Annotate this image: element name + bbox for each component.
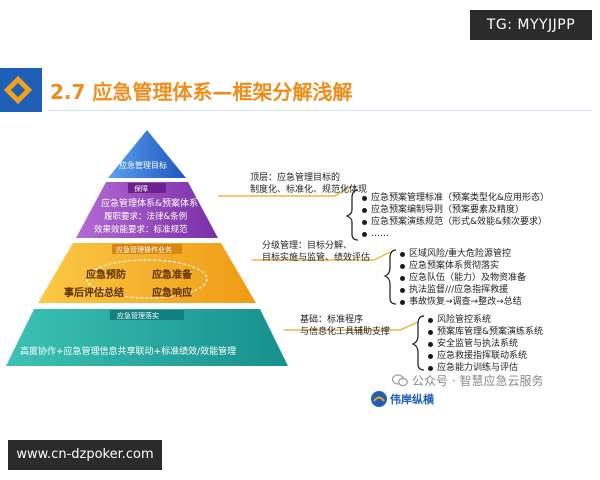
- tier3-item-evaluation: 事后评估总结: [64, 288, 124, 299]
- wechat-icon: [392, 374, 408, 387]
- list-item: 应急预案体系贯彻落实: [400, 260, 526, 272]
- bullet-text: 应急预案编制导则（预案要素及精度）: [371, 205, 525, 215]
- list-item: 应急救援指挥联动系统: [428, 350, 543, 362]
- tier3-ribbon-label: 应急管理操作业务: [116, 246, 172, 254]
- header-divider: [48, 110, 592, 111]
- bullet-text: 安全监管与执法系统: [437, 339, 519, 349]
- apex-label: 应急管理目标: [119, 161, 167, 170]
- bullet-text: ……: [371, 229, 389, 239]
- list-item: 事故恢复→调查→整改→总结: [400, 296, 526, 308]
- list-item: 应急能力训练与评估: [428, 362, 543, 374]
- list-item: 应急预案编制导则（预案要素及精度）: [362, 204, 549, 216]
- pyramid-tier-green: [6, 309, 288, 366]
- bullet-icon: [428, 353, 433, 359]
- annotation-top-desc-line1: 顶层：应急管理目标的: [250, 173, 341, 183]
- bullet-text: 执法监督///应急指挥救援: [409, 285, 509, 295]
- list-item: 执法监督///应急指挥救援: [400, 284, 526, 296]
- wechat-watermark-text: 公众号 · 智慧应急云服务: [412, 374, 544, 388]
- brace-top: [345, 189, 359, 241]
- logo-icon: [371, 391, 387, 407]
- tg-watermark: TG: MYYJJPP: [470, 10, 592, 40]
- wechat-watermark: 公众号 · 智慧应急云服务: [392, 372, 543, 389]
- list-item: 应急队伍（能力）及物资准备: [400, 272, 526, 284]
- tier4-text: 高度协作+应急管理信息共享联动+标准绩效/效能管理: [20, 347, 237, 357]
- tier2-ribbon: [128, 183, 166, 193]
- connector-top: [218, 185, 353, 197]
- list-item: 预案库管理&预案演练系统: [428, 326, 543, 338]
- website-watermark: www.cn-dzpoker.com: [8, 440, 162, 470]
- bullet-icon: [400, 251, 405, 257]
- bullet-icon: [400, 263, 405, 269]
- list-item: 应急预案管理标准（预案类型化&应用形态）: [362, 192, 549, 204]
- bullet-text: 事故恢复→调查→整改→总结: [409, 297, 522, 307]
- bullet-icon: [400, 287, 405, 293]
- pyramid-apex: [108, 130, 186, 178]
- bullet-icon: [362, 231, 367, 237]
- brace-middle: [383, 249, 397, 305]
- brand-logo: 伟岸纵横: [370, 388, 442, 410]
- bullet-text: 风险管控系统: [437, 315, 492, 325]
- list-item: 区域风险/重大危险源管控: [400, 248, 526, 260]
- tier3-item-response: 应急响应: [152, 288, 192, 299]
- tier2-line1: 履职要求：法律&条例: [104, 212, 188, 222]
- brace-bottom: [411, 315, 425, 371]
- list-item: 应急预案演练规范（形式&效能&频次要求）: [362, 216, 549, 228]
- annotation-bottom-bullets: 风险管控系统 预案库管理&预案演练系统 安全监管与执法系统 应急救援指挥联动系统…: [428, 314, 543, 374]
- bullet-icon: [428, 365, 433, 371]
- annotation-top-desc: 顶层：应急管理目标的 制度化、标准化、规范化体现: [250, 172, 367, 196]
- tier3-item-prevention: 应急预防: [86, 270, 126, 281]
- bullet-icon: [362, 207, 367, 213]
- connector-middle: [252, 251, 391, 261]
- tier3-ribbon: [112, 244, 182, 254]
- bullet-text: 应急预案演练规范（形式&效能&频次要求）: [371, 217, 548, 227]
- bullet-icon: [362, 195, 367, 201]
- annotation-bottom-desc: 基础：标准程序 与信息化工具辅助支撑: [300, 314, 390, 338]
- bullet-text: 区域风险/重大危险源管控: [409, 249, 512, 259]
- bullet-icon: [362, 219, 367, 225]
- bullet-icon: [400, 299, 405, 305]
- annotation-top-bullets: 应急预案管理标准（预案类型化&应用形态） 应急预案编制导则（预案要素及精度） 应…: [362, 192, 549, 240]
- annotation-top-desc-line2: 制度化、标准化、规范化体现: [250, 185, 368, 195]
- cycle-ellipse: [86, 259, 208, 299]
- bullet-icon: [428, 341, 433, 347]
- bullet-text: 应急预案体系贯彻落实: [409, 261, 500, 271]
- tier2-line2: 效果效能要求：标准规范: [94, 225, 188, 235]
- bullet-icon: [428, 329, 433, 335]
- bullet-text: 应急救援指挥联动系统: [437, 351, 528, 361]
- pyramid-tier-yellow: [38, 243, 256, 303]
- list-item: 风险管控系统: [428, 314, 543, 326]
- bullet-text: 应急队伍（能力）及物资准备: [409, 273, 527, 283]
- page-title: 2.7 应急管理体系—框架分解浅解: [50, 80, 353, 104]
- annotation-middle-desc-line2: 目标实施与监管、绩效评估: [262, 253, 371, 263]
- tier4-ribbon: [110, 310, 184, 320]
- tier4-ribbon-label: 应急管理落实: [117, 312, 159, 320]
- tier2-title: 应急管理体系&预案体系: [101, 199, 199, 209]
- annotation-middle-desc: 分级管理：目标分解、 目标实施与监管、绩效评估: [262, 240, 370, 264]
- list-item: 安全监管与执法系统: [428, 338, 543, 350]
- pyramid-tier-purple: [76, 182, 218, 238]
- bullet-icon: [428, 317, 433, 323]
- bullet-text: 应急能力训练与评估: [437, 363, 519, 373]
- list-item: ……: [362, 228, 549, 240]
- annotation-middle-bullets: 区域风险/重大危险源管控 应急预案体系贯彻落实 应急队伍（能力）及物资准备 执法…: [400, 248, 526, 308]
- bullet-text: 预案库管理&预案演练系统: [437, 327, 544, 337]
- connector-bottom: [284, 321, 419, 331]
- tier3-item-preparation: 应急准备: [152, 270, 192, 281]
- logo-text: 伟岸纵横: [390, 393, 434, 406]
- bullet-text: 应急预案管理标准（预案类型化&应用形态）: [371, 193, 550, 203]
- annotation-bottom-desc-line2: 与信息化工具辅助支撑: [300, 327, 391, 337]
- tier2-ribbon-label: 保障: [134, 185, 148, 193]
- annotation-middle-desc-line1: 分级管理：目标分解、: [262, 241, 353, 251]
- bullet-icon: [400, 275, 405, 281]
- annotation-bottom-desc-line1: 基础：标准程序: [300, 315, 364, 325]
